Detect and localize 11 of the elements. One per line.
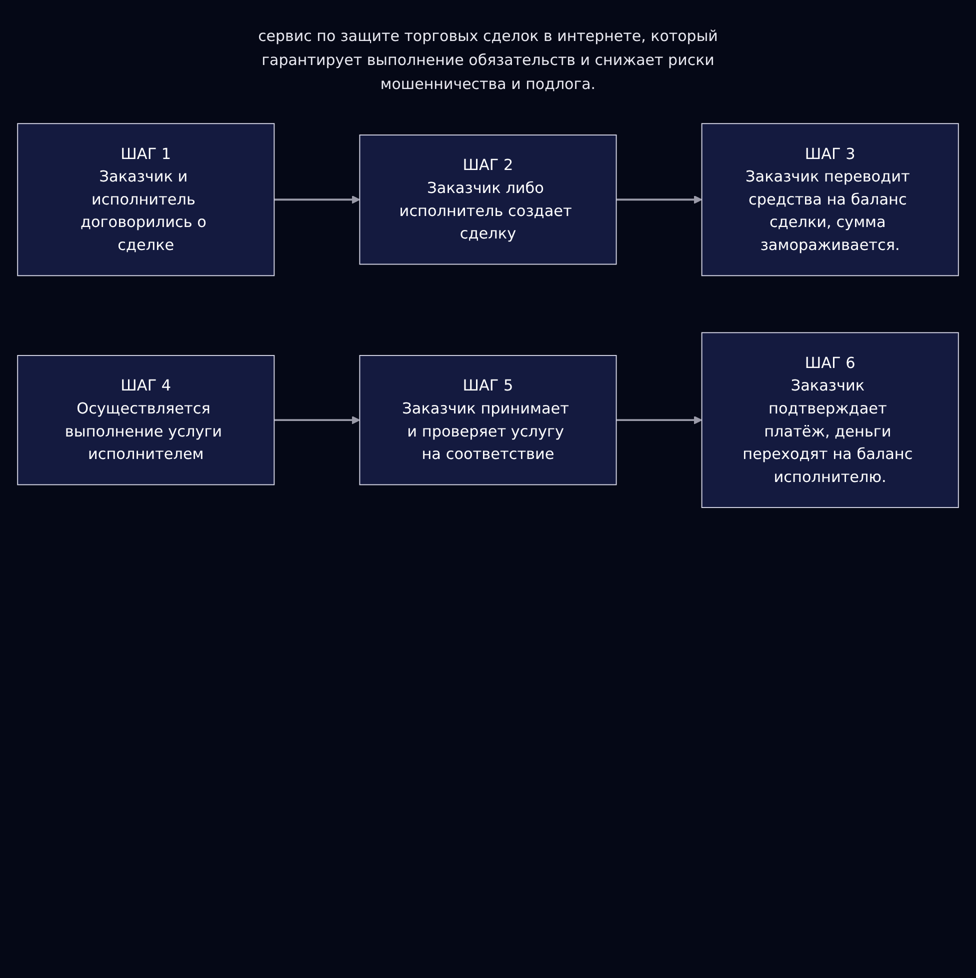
node-box: ШАГ 6 Заказчик подтверждает платёж, деньги переходят на баланс исполнителю. [701, 332, 959, 508]
arrow [274, 195, 360, 204]
arrow [616, 416, 702, 424]
arrow [274, 416, 360, 424]
title: сервис по защите торговых сделок в интернете, который гарантирует выполнение обязательств и снижает риски мошенничества и подлога. [258, 26, 718, 95]
arrow [616, 195, 702, 204]
node-box: ШАГ 5 Заказчик принимает и проверяет услугу на соответствие [359, 355, 617, 486]
node-box: ШАГ 4 Осуществляется выполнение услуги исполнителем [17, 355, 275, 486]
node-box: ШАГ 1 Заказчик и исполнитель договорились о сделке [17, 123, 275, 276]
node-box: ШАГ 3 Заказчик переводит средства на баланс сделки, сумма замораживается. [701, 123, 959, 276]
node-box: ШАГ 2 Заказчик либо исполнитель создает сделку [359, 134, 617, 265]
